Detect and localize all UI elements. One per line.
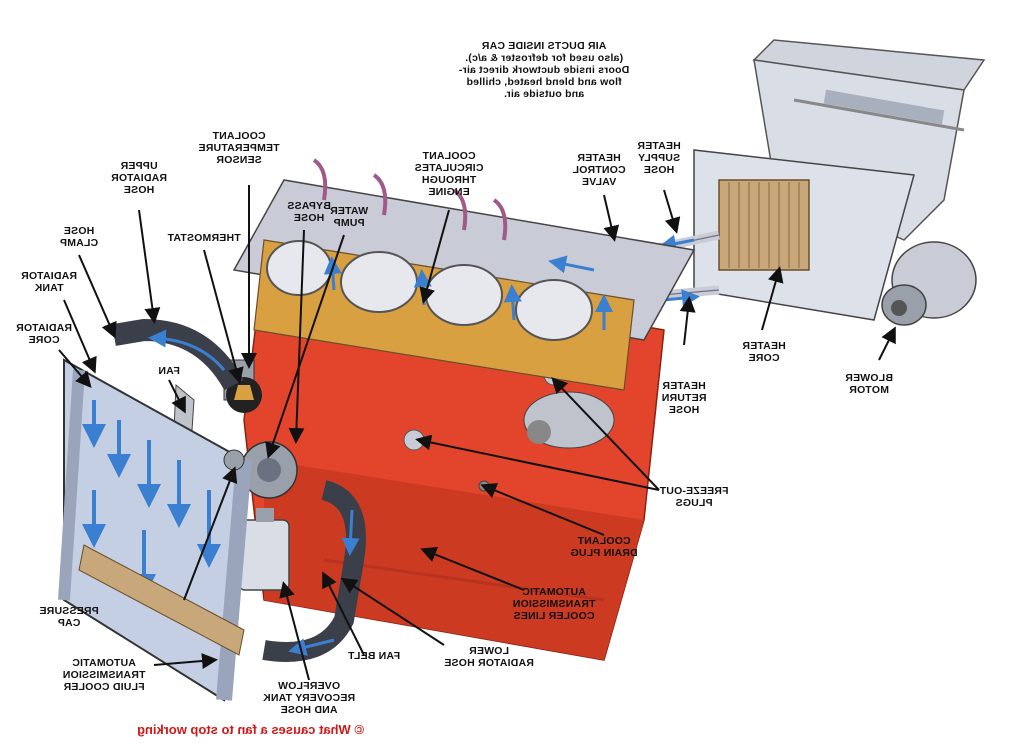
- label-heater-core: HEATER CORE: [742, 340, 786, 364]
- cylinder-head: [232, 158, 696, 391]
- label-upper-radiator-hose: UPPER RADIATOR HOSE: [110, 160, 168, 196]
- heater-box: [693, 149, 915, 321]
- label-pressure-cap: PRESSURE CAP: [39, 605, 99, 629]
- pressure-cap: [223, 449, 245, 471]
- thermostat: [226, 377, 262, 413]
- label-water-pump: WATER PUMP: [329, 205, 369, 229]
- blower-motor: [881, 241, 977, 326]
- label-blower-motor: BLOWER MOTOR: [845, 372, 893, 396]
- label-auto-trans-fluid-cooler: AUTOMATIC TRANSMISSION FLUID COOLER: [62, 657, 146, 693]
- label-radiator-tank: RADIATOR TANK: [20, 270, 78, 294]
- caption-watermark: © What causes a fan to stop working: [137, 722, 364, 737]
- label-auto-trans-cooler-lines: AUTOMATIC TRANSMISSION COOLER LINES: [512, 586, 596, 622]
- label-freeze-out-plugs: FREEZE-OUT PLUGS: [659, 485, 729, 509]
- label-fan-belt: FAN BELT: [347, 650, 401, 662]
- label-overflow-tank: OVERFLOW RECOVERY TANK AND HOSE: [262, 680, 356, 716]
- label-coolant-temp-sensor: COOLANT TEMPERATURE SENSOR: [198, 130, 280, 166]
- radiator: [58, 358, 252, 702]
- leader-lines: [58, 185, 896, 681]
- label-air-ducts: AIR DUCTS INSIDE CAR (also used for defr…: [458, 40, 630, 100]
- label-coolant-circulates: COOLANT CIRCULATES THROUGH ENGINE: [414, 150, 484, 198]
- label-fan: FAN: [158, 365, 180, 377]
- label-heater-supply-hose: HEATER SUPPLY HOSE: [637, 140, 681, 176]
- upper-radiator-hose: [112, 318, 244, 391]
- heater-core: [718, 179, 810, 271]
- label-heater-return-hose: HEATER RETURN HOSE: [661, 380, 707, 416]
- label-lower-radiator-hose: LOWER RADIATOR HOSE: [444, 645, 534, 669]
- label-hose-clamp: HOSE CLAMP: [59, 225, 99, 249]
- transmission-fluid-cooler: [78, 544, 245, 656]
- label-radiator-core: RADIATOR CORE: [15, 322, 73, 346]
- label-thermostat: THERMOSTAT: [167, 232, 241, 244]
- label-coolant-drain-plug: COOLANT DRAIN PLUG: [570, 535, 638, 559]
